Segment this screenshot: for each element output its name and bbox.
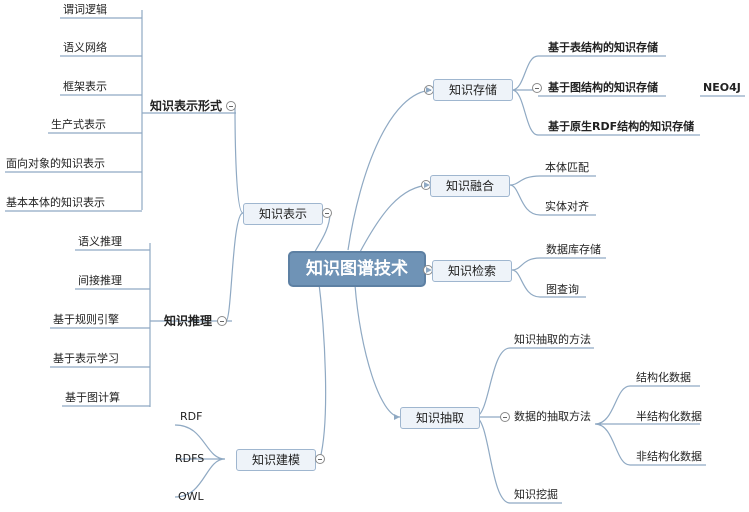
link-retrieval-children [511,257,606,298]
leaf-modeling-rdfs[interactable]: RDFS [175,452,205,465]
leaf-form-2[interactable]: 语义网络 [63,41,107,54]
link-root-fusion [359,184,431,253]
link-fusion-children [509,175,596,216]
topic-knowledge-representation[interactable]: 知识表示 [243,203,323,225]
leaf-fusion-ontology[interactable]: 本体匹配 [545,161,589,174]
leaf-reasoning-2[interactable]: 间接推理 [78,274,122,287]
collapse-representation-icon[interactable] [322,208,332,218]
subtopic-representation-forms[interactable]: 知识表示形式 [150,99,223,113]
topic-knowledge-storage[interactable]: 知识存储 [433,79,513,101]
subtopic-knowledge-reasoning[interactable]: 知识推理 [164,314,213,328]
topic-knowledge-modeling[interactable]: 知识建模 [236,449,316,471]
root-topic[interactable]: 知识图谱技术 [288,251,426,287]
topic-knowledge-retrieval[interactable]: 知识检索 [432,260,512,282]
leaf-data-unstructured[interactable]: 非结构化数据 [636,450,702,463]
leaf-extraction-methods[interactable]: 知识抽取的方法 [514,333,591,346]
leaf-data-semistructured[interactable]: 半结构化数据 [636,410,702,423]
link-root-modeling [317,274,327,460]
collapse-reasoning-icon[interactable] [217,316,227,326]
topic-knowledge-extraction[interactable]: 知识抽取 [400,407,480,429]
leaf-form-3[interactable]: 框架表示 [63,80,107,93]
leaf-reasoning-1[interactable]: 语义推理 [78,235,122,248]
collapse-data-methods-icon[interactable] [500,412,510,422]
link-root-extraction [354,284,401,418]
leaf-form-4[interactable]: 生产式表示 [51,118,106,131]
collapse-forms-icon[interactable] [226,101,236,111]
leaf-form-1[interactable]: 谓词逻辑 [63,3,107,16]
leaf-storage-graph[interactable]: 基于图结构的知识存储 [548,81,658,94]
leaf-form-6[interactable]: 基本本体的知识表示 [6,196,105,209]
link-root-storage [347,89,433,251]
leaf-data-structured[interactable]: 结构化数据 [636,371,691,384]
link-rep-forms [234,107,244,214]
arrow-retrieval-icon [426,267,432,273]
leaf-modeling-rdf[interactable]: RDF [180,410,203,423]
collapse-storage-graph-icon[interactable] [532,83,542,93]
link-rep-reasoning [225,212,244,322]
leaf-storage-rdf[interactable]: 基于原生RDF结构的知识存储 [548,120,695,133]
leaf-storage-neo4j[interactable]: NEO4J [703,81,741,94]
link-modeling-children [174,424,226,498]
leaf-reasoning-3[interactable]: 基于规则引擎 [53,313,119,326]
leaf-extraction-mining[interactable]: 知识挖掘 [514,488,558,501]
leaf-fusion-entity[interactable]: 实体对齐 [545,200,589,213]
collapse-modeling-icon[interactable] [315,454,325,464]
leaf-reasoning-5[interactable]: 基于图计算 [65,391,120,404]
arrow-extraction-icon [394,414,400,420]
leaf-form-5[interactable]: 面向对象的知识表示 [6,157,105,170]
leaf-retrieval-graph[interactable]: 图查询 [546,283,579,296]
topic-knowledge-fusion[interactable]: 知识融合 [430,175,510,197]
subtopic-data-extraction-methods[interactable]: 数据的抽取方法 [514,410,591,423]
arrow-fusion-icon [424,182,430,188]
leaf-storage-table[interactable]: 基于表结构的知识存储 [548,41,658,54]
leaf-reasoning-4[interactable]: 基于表示学习 [53,352,119,365]
leaf-retrieval-db[interactable]: 数据库存储 [546,243,601,256]
arrow-storage-icon [426,87,432,93]
leaf-modeling-owl[interactable]: OWL [178,490,204,503]
